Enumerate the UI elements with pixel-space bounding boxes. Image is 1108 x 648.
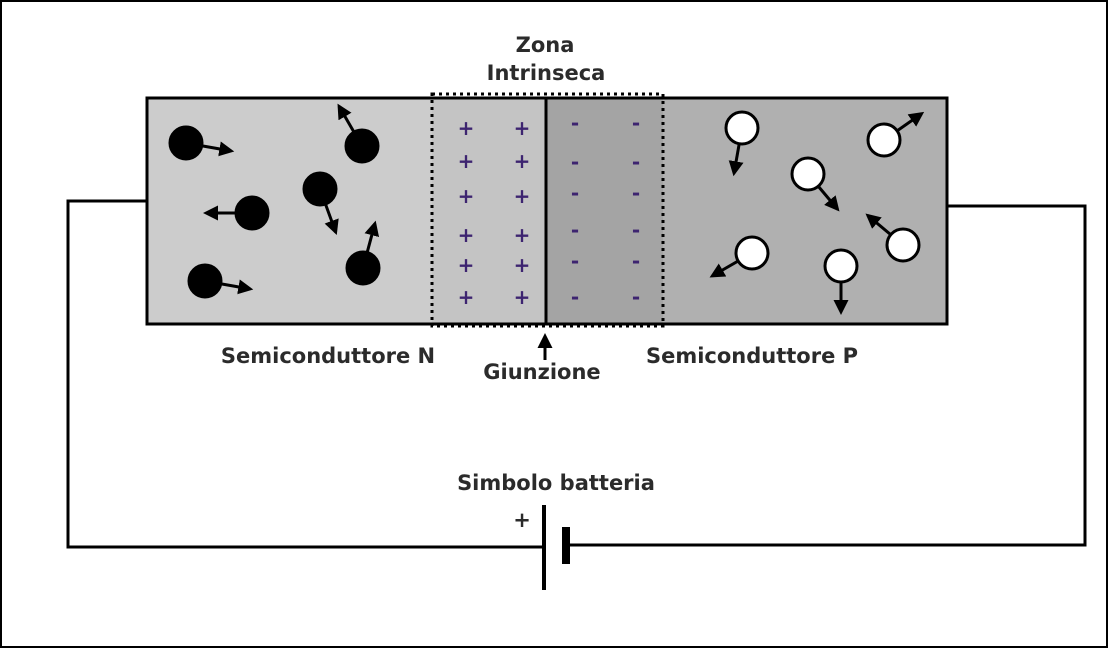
junction-label: Giunzione: [483, 360, 600, 384]
negative-charge: -: [571, 218, 579, 242]
positive-charge: +: [514, 116, 531, 140]
hole: [724, 110, 760, 177]
battery-plus-label: +: [513, 508, 531, 532]
hole-dot: [724, 110, 760, 146]
hole-dot: [734, 235, 770, 271]
charge-carriers: [168, 103, 925, 315]
zone-title-line1: Zona: [516, 33, 575, 57]
positive-charge: +: [458, 223, 475, 247]
hole: [790, 156, 840, 212]
positive-charge: +: [458, 253, 475, 277]
negative-charge: -: [571, 111, 579, 135]
hole-dot: [790, 156, 826, 192]
hole: [866, 111, 925, 158]
positive-charge: +: [458, 116, 475, 140]
positive-charge: +: [514, 184, 531, 208]
electron: [337, 103, 380, 164]
electron-dot: [168, 125, 204, 161]
hole: [865, 213, 921, 263]
electron-dot: [345, 250, 381, 286]
negative-charge: -: [571, 181, 579, 205]
circuit-wire-right: [566, 204, 1087, 547]
negative-charge: -: [632, 181, 640, 205]
negative-charge: -: [571, 249, 579, 273]
electron: [203, 195, 270, 231]
negative-charge: -: [632, 111, 640, 135]
p-region-label: Semiconduttore P: [646, 344, 858, 368]
negative-charge: -: [571, 150, 579, 174]
battery-label: Simbolo batteria: [457, 471, 655, 495]
positive-charge: +: [514, 149, 531, 173]
positive-charge: +: [458, 149, 475, 173]
electron: [302, 171, 339, 236]
negative-charge: -: [571, 285, 579, 309]
hole-dot: [885, 227, 921, 263]
positive-charge: +: [458, 184, 475, 208]
negative-charge: -: [632, 218, 640, 242]
electron: [168, 125, 235, 161]
positive-charge: +: [458, 285, 475, 309]
negative-charge: -: [632, 285, 640, 309]
positive-charge: +: [514, 285, 531, 309]
depletion-p-side: [547, 98, 663, 324]
positive-charge: +: [514, 223, 531, 247]
fixed-charges: + + + + + + + + + + + + - - - - - - - - - - - -: [458, 111, 641, 309]
electron-dot: [187, 263, 223, 299]
hole-dot: [823, 248, 859, 284]
electron: [187, 263, 254, 299]
zone-title-line2: Intrinseca: [487, 61, 606, 85]
negative-charge: -: [632, 150, 640, 174]
negative-charge: -: [632, 249, 640, 273]
depletion-n-side: [432, 98, 547, 324]
hole-dot: [866, 122, 902, 158]
hole: [823, 248, 859, 315]
n-region-label: Semiconduttore N: [221, 344, 435, 368]
electron: [345, 220, 381, 286]
hole: [709, 235, 770, 278]
electron-dot: [302, 171, 338, 207]
circuit-wire: [66, 199, 543, 549]
electron-dot: [344, 128, 380, 164]
electron-dot: [234, 195, 270, 231]
positive-charge: +: [514, 253, 531, 277]
